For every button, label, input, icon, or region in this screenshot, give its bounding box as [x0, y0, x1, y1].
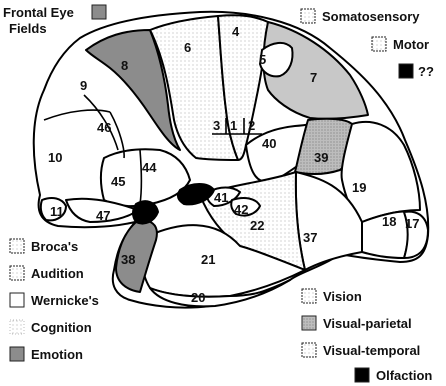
legend-emotion: Emotion [31, 347, 83, 362]
legend-visual-temporal: Visual-temporal [323, 343, 420, 358]
swatch-wernickes [10, 293, 24, 307]
legend-visual-parietal: Visual-parietal [323, 316, 412, 331]
label-area-2: 2 [248, 118, 255, 133]
legend-vision: Vision [323, 289, 362, 304]
label-area-8: 8 [121, 58, 128, 73]
legend-olfaction: Olfaction [376, 368, 432, 383]
swatch-motor [372, 37, 386, 51]
legend-cognition: Cognition [31, 320, 92, 335]
label-area-10: 10 [48, 150, 62, 165]
legend-motor: Motor [393, 37, 429, 52]
label-area-20: 20 [191, 290, 205, 305]
label-area-42: 42 [234, 202, 248, 217]
label-area-4: 4 [232, 24, 240, 39]
label-area-45: 45 [111, 174, 125, 189]
label-area-9: 9 [80, 78, 87, 93]
legend-left: Broca's Audition Wernicke's Cognition Em… [10, 239, 99, 362]
legend-wernickes: Wernicke's [31, 293, 99, 308]
swatch-emotion [10, 347, 24, 361]
brain-regions [34, 12, 429, 308]
swatch-audition [10, 266, 24, 280]
label-area-19: 19 [352, 180, 366, 195]
swatch-unknown [399, 64, 413, 78]
legend-unknown: ?? [418, 64, 434, 79]
label-area-46: 46 [97, 120, 111, 135]
swatch-visual-temporal [302, 343, 316, 357]
legend-somatosensory: Somatosensory [322, 9, 420, 24]
label-area-39: 39 [314, 150, 328, 165]
frontal-eye-fields-swatch [92, 5, 106, 19]
label-area-17: 17 [405, 216, 419, 231]
legend-brocas: Broca's [31, 239, 78, 254]
swatch-visual-parietal [302, 316, 316, 330]
label-area-6: 6 [184, 40, 191, 55]
label-area-22: 22 [250, 218, 264, 233]
swatch-brocas [10, 239, 24, 253]
swatch-somatosensory [301, 9, 315, 23]
swatch-olfaction [355, 368, 369, 382]
swatch-cognition [10, 320, 24, 334]
legend-bottom-right: Vision Visual-parietal Visual-temporal O… [302, 289, 432, 383]
label-area-40: 40 [262, 136, 276, 151]
label-area-5: 5 [259, 52, 266, 67]
label-area-37: 37 [303, 230, 317, 245]
swatch-vision [302, 289, 316, 303]
label-area-44: 44 [142, 160, 157, 175]
label-area-41: 41 [214, 190, 228, 205]
label-area-7: 7 [310, 70, 317, 85]
label-area-11: 11 [50, 204, 64, 219]
label-area-21: 21 [201, 252, 215, 267]
label-area-1: 1 [230, 118, 237, 133]
label-area-18: 18 [382, 214, 396, 229]
label-area-3: 3 [213, 118, 220, 133]
label-area-47: 47 [96, 208, 110, 223]
label-area-38: 38 [121, 252, 135, 267]
legend-audition: Audition [31, 266, 84, 281]
